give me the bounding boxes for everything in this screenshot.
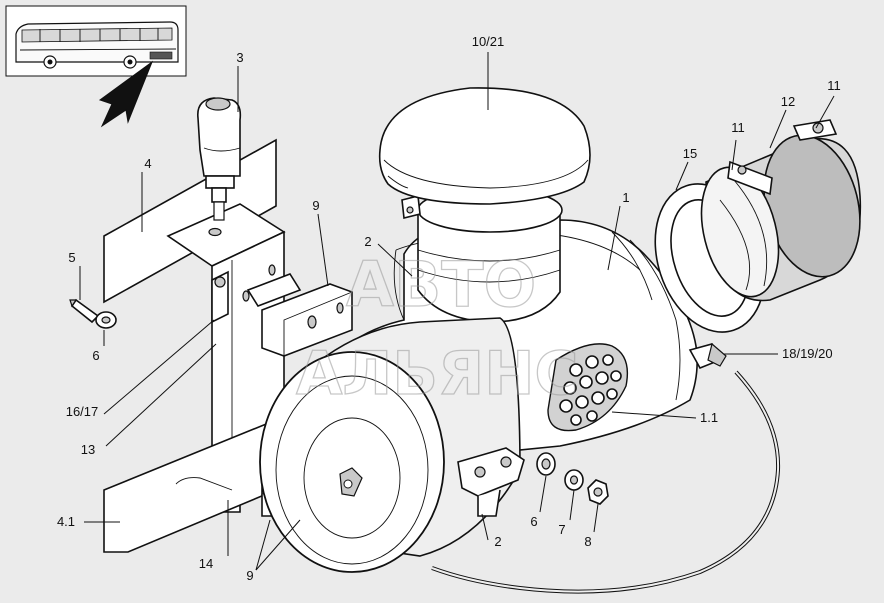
callout-8: 8 bbox=[584, 534, 591, 549]
dust-cover-grille bbox=[547, 343, 629, 432]
callout-2-top: 2 bbox=[364, 234, 371, 249]
callout-7: 7 bbox=[558, 522, 565, 537]
callout-4: 4 bbox=[144, 156, 151, 171]
watermark-line1: АВТО bbox=[346, 248, 536, 321]
callout-3: 3 bbox=[236, 50, 243, 65]
watermark: АВТО АЛЬЯНС bbox=[295, 247, 579, 409]
callout-4-1: 4.1 bbox=[57, 514, 75, 529]
bus-side-view-icon bbox=[5, 5, 187, 77]
intake-hood bbox=[378, 87, 591, 205]
callout-labels: 10/21 3 11 12 11 15 1 4 9 2 5 6 18/19/20… bbox=[57, 34, 841, 583]
sensor-switch bbox=[197, 97, 242, 221]
callout-15: 15 bbox=[683, 146, 697, 161]
callout-10-21: 10/21 bbox=[472, 34, 505, 49]
filter-element bbox=[700, 134, 862, 302]
callout-5: 5 bbox=[68, 250, 75, 265]
leader-lines bbox=[79, 52, 835, 571]
hose-fitting bbox=[688, 342, 727, 370]
watermark-line2: АЛЬЯНС bbox=[296, 339, 578, 409]
strap-bracket-bottom bbox=[457, 447, 525, 517]
spring-washer bbox=[564, 469, 584, 491]
washer-part-right bbox=[536, 452, 556, 476]
callout-6-bottom: 6 bbox=[530, 514, 537, 529]
hose-clamp-upper bbox=[792, 119, 838, 141]
callout-6-left: 6 bbox=[92, 348, 99, 363]
callout-1: 1 bbox=[622, 190, 629, 205]
hose-clamp-lower bbox=[727, 160, 773, 196]
callout-9-bottom: 9 bbox=[246, 568, 253, 583]
callout-12: 12 bbox=[781, 94, 795, 109]
callout-18-19-20: 18/19/20 bbox=[782, 346, 833, 361]
callout-13: 13 bbox=[81, 442, 95, 457]
callout-14: 14 bbox=[199, 556, 213, 571]
drain-hose bbox=[431, 370, 781, 594]
callout-9-top: 9 bbox=[312, 198, 319, 213]
callout-11-mid: 11 bbox=[731, 120, 745, 135]
view-direction-arrow-icon bbox=[98, 60, 154, 128]
filter-end-cap bbox=[259, 317, 521, 573]
washer-part-left bbox=[95, 311, 117, 329]
callout-1-1: 1.1 bbox=[700, 410, 718, 425]
nut-part bbox=[587, 479, 609, 505]
clamp-upper bbox=[211, 270, 353, 357]
callout-11-top: 11 bbox=[827, 78, 841, 93]
callout-2-bottom: 2 bbox=[494, 534, 501, 549]
callout-16-17: 16/17 bbox=[66, 404, 99, 419]
bolt-part bbox=[69, 298, 100, 324]
